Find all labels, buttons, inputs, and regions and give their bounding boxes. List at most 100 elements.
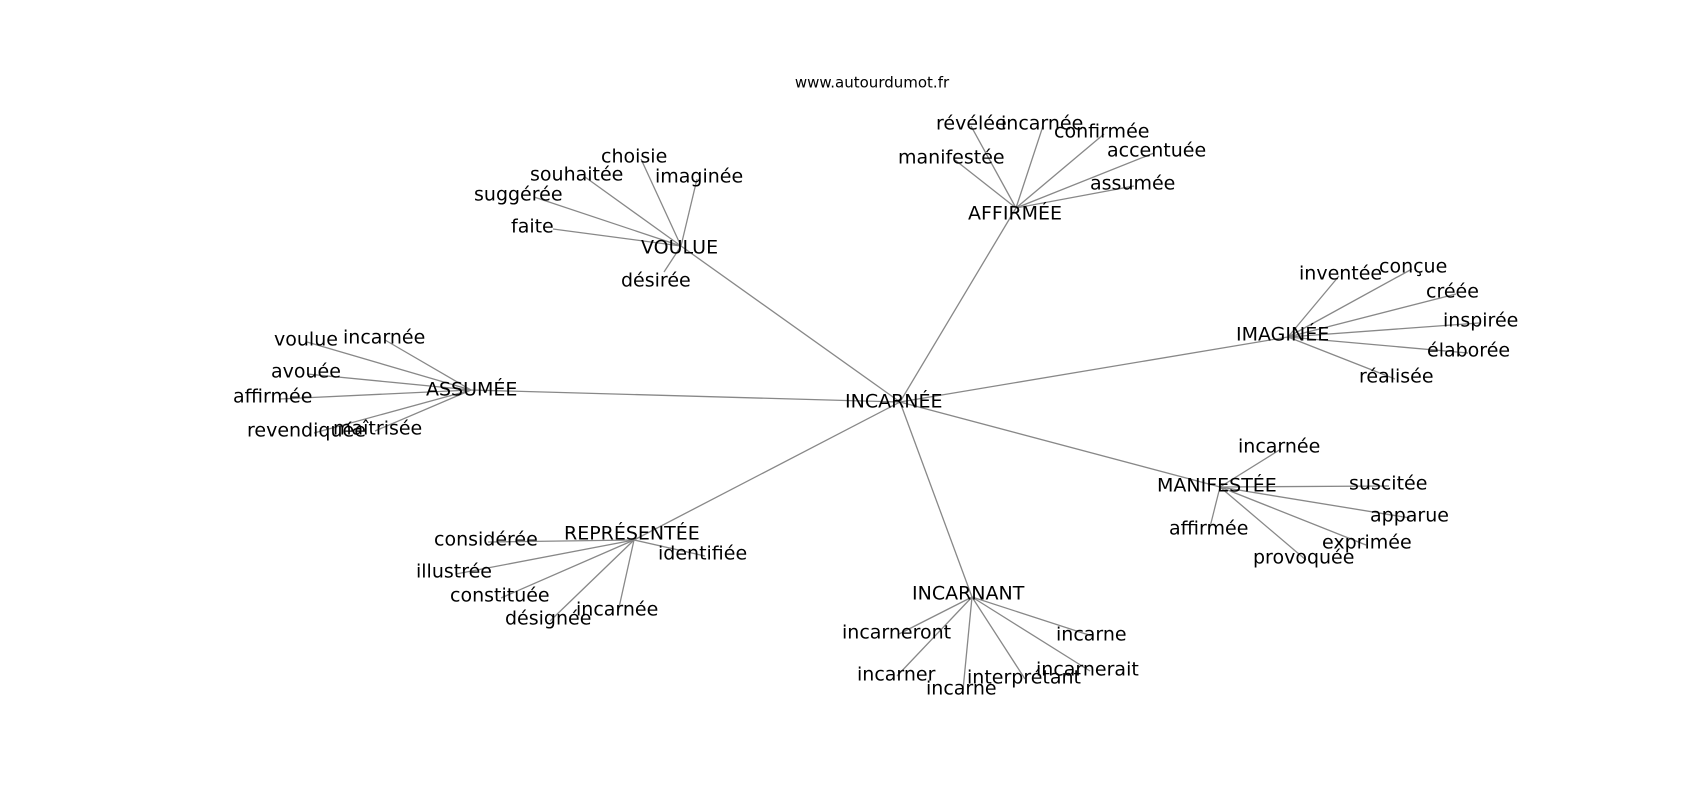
leaf-node[interactable]: manifestée [898,147,1005,169]
edge-cluster-2-leaf-4 [1287,336,1469,354]
leaf-node[interactable]: révélée [936,113,1007,135]
edge-cluster-6-leaf-2 [896,596,973,677]
edge-cluster-1-leaf-0 [970,125,1017,209]
edge-cluster-1-leaf-3 [954,159,1017,209]
edge-cluster-2-leaf-2 [1287,293,1457,338]
leaf-node[interactable]: élaborée [1427,340,1510,362]
edge-center-to-0 [680,245,901,403]
leaf-node[interactable]: désignée [505,608,591,630]
edge-cluster-0-leaf-3 [680,178,698,247]
edge-center-to-2 [899,336,1289,403]
leaf-node[interactable]: suggérée [474,184,563,206]
leaf-node[interactable]: affirmée [233,386,312,408]
edge-center-to-1 [899,207,1017,403]
cluster-node[interactable]: IMAGINÉE [1236,323,1329,346]
leaf-node[interactable]: constituée [450,585,550,607]
edge-cluster-5-leaf-5 [617,539,635,613]
leaf-node[interactable]: créée [1426,281,1479,303]
edge-cluster-3-leaf-4 [313,389,472,434]
leaf-node[interactable]: inspirée [1443,310,1518,332]
edge-cluster-5-leaf-1 [633,539,706,557]
edge-cluster-0-leaf-0 [640,158,682,247]
edge-cluster-4-leaf-0 [1219,448,1282,488]
leaf-node[interactable]: confirmée [1054,121,1149,143]
edge-cluster-5-leaf-2 [455,539,635,575]
edge-cluster-6-leaf-3 [962,596,973,691]
edge-cluster-4-leaf-5 [1219,486,1307,561]
leaf-node[interactable]: incarnée [1238,436,1320,458]
leaf-node[interactable]: inventée [1299,263,1382,285]
edge-cluster-4-leaf-2 [1219,486,1411,519]
cluster-node[interactable]: ASSUMÉE [426,378,517,401]
leaf-node[interactable]: avouée [271,361,341,383]
leaf-node[interactable]: incarneront [842,622,951,644]
leaf-node[interactable]: incarnerait [1036,659,1139,681]
edge-cluster-6-leaf-5 [971,596,1091,672]
leaf-node[interactable]: conçue [1379,256,1447,278]
leaf-node[interactable]: incarnée [343,327,425,349]
edge-cluster-6-leaf-1 [971,596,1093,637]
edge-center-to-3 [470,389,901,403]
edge-cluster-0-leaf-4 [552,228,682,247]
edge-cluster-6-leaf-4 [971,596,1026,680]
center-node[interactable]: INCARNÉE [845,390,943,413]
edge-cluster-2-leaf-0 [1287,275,1340,338]
leaf-node[interactable]: voulue [274,329,338,351]
edge-cluster-5-leaf-3 [500,539,635,599]
leaf-node[interactable]: considérée [434,529,538,551]
leaf-node[interactable]: maîtrisée [333,418,422,440]
edge-cluster-3-leaf-5 [374,389,472,432]
edge-cluster-2-leaf-1 [1287,268,1413,338]
leaf-node[interactable]: faite [511,216,554,238]
leaf-node[interactable]: désirée [621,270,691,292]
leaf-node[interactable]: identifiée [658,543,747,565]
leaf-node[interactable]: incarnée [1001,113,1083,135]
edge-cluster-3-leaf-0 [306,341,472,391]
leaf-node[interactable]: réalisée [1359,366,1434,388]
edge-cluster-4-leaf-3 [1208,486,1221,532]
leaf-node[interactable]: interprétant [967,667,1081,689]
cluster-node[interactable]: INCARNANT [912,583,1025,605]
source-url[interactable]: www.autourdumot.fr [795,74,950,92]
leaf-node[interactable]: revendiquée [247,420,366,442]
edge-cluster-3-leaf-3 [279,389,472,400]
graph-edges [279,125,1480,691]
leaf-node[interactable]: provoquée [1253,547,1354,569]
leaf-node[interactable]: incarne [1056,624,1127,646]
edge-cluster-4-leaf-1 [1219,485,1390,488]
edge-cluster-5-leaf-0 [487,539,635,543]
leaf-node[interactable]: souhaitée [530,164,623,186]
edge-center-to-6 [899,401,973,598]
edge-cluster-3-leaf-1 [384,339,472,391]
edge-cluster-2-leaf-3 [1287,322,1480,338]
edge-cluster-6-leaf-0 [898,596,973,635]
cluster-node[interactable]: REPRÉSENTÉE [564,522,700,545]
leaf-node[interactable]: accentuée [1107,140,1206,162]
cluster-node[interactable]: VOULUE [641,237,718,259]
leaf-node[interactable]: illustrée [416,561,492,583]
edge-cluster-1-leaf-4 [1015,152,1155,209]
leaf-node[interactable]: incarne [926,678,997,700]
leaf-node[interactable]: exprimée [1322,532,1412,554]
edge-cluster-0-leaf-2 [533,196,682,247]
cluster-node[interactable]: MANIFESTÉE [1157,474,1277,497]
edge-cluster-4-leaf-4 [1219,486,1367,546]
edge-cluster-5-leaf-4 [549,539,635,622]
edge-cluster-1-leaf-1 [1015,125,1044,209]
edge-cluster-1-leaf-2 [1015,133,1105,209]
leaf-node[interactable]: incarner [857,664,936,686]
leaf-node[interactable]: affirmée [1169,518,1248,540]
edge-cluster-0-leaf-5 [663,245,682,273]
leaf-node[interactable]: incarnée [576,599,658,621]
edge-cluster-0-leaf-1 [584,176,682,247]
leaf-node[interactable]: imaginée [655,166,743,188]
leaf-node[interactable]: suscitée [1349,473,1427,495]
cluster-node[interactable]: AFFIRMÉE [968,202,1062,225]
leaf-node[interactable]: assumée [1090,173,1175,195]
leaf-node[interactable]: choisie [601,146,667,168]
leaf-node[interactable]: apparue [1370,505,1449,527]
edge-center-to-4 [899,401,1221,488]
edge-center-to-5 [633,401,901,541]
